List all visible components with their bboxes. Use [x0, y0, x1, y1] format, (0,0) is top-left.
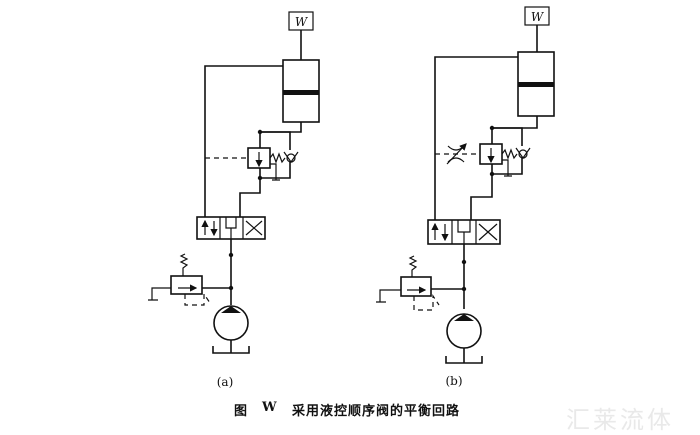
- load-a: W: [288, 11, 314, 60]
- pump-b: [445, 313, 483, 364]
- check-valve-b: [515, 147, 531, 160]
- watermark: 汇莱流体: [566, 406, 674, 434]
- pump-a: [212, 305, 250, 354]
- figure-caption: 图 W 采用液控顺序阀的平衡回路: [0, 400, 700, 420]
- load-label-b: W: [531, 10, 545, 24]
- directional-valve-b: [427, 219, 501, 245]
- throttle-valve-b: [446, 143, 467, 165]
- label-a: (a): [217, 375, 234, 389]
- relief-valve-b: [376, 255, 467, 311]
- sequence-valve-a: [247, 147, 286, 181]
- circuit-a: W: [148, 11, 320, 389]
- load-b: W: [524, 6, 550, 52]
- caption-title: 采用液控顺序阀的平衡回路: [292, 404, 461, 419]
- caption-fig-number: W: [262, 400, 277, 415]
- check-valve-a: [283, 151, 299, 164]
- caption-fig-label: 图: [234, 404, 248, 419]
- cylinder-a: [282, 59, 320, 123]
- directional-valve-a: [196, 216, 266, 240]
- label-b: (b): [445, 374, 462, 388]
- cylinder-b: [517, 51, 555, 117]
- load-label-a: W: [295, 15, 309, 29]
- circuit-b: W: [376, 6, 555, 388]
- relief-valve-a: [148, 253, 234, 306]
- sequence-valve-b: [479, 143, 518, 177]
